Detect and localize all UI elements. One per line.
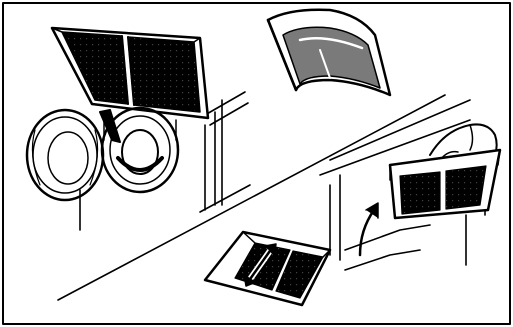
grease-filter-bottom-right [390, 150, 500, 218]
grease-filter-top-left [52, 28, 208, 118]
curved-filter-cover [268, 10, 390, 95]
rotation-arrow-icon [360, 203, 378, 255]
charcoal-filter-left [27, 110, 103, 200]
grease-filter-bottom-center [205, 232, 330, 305]
